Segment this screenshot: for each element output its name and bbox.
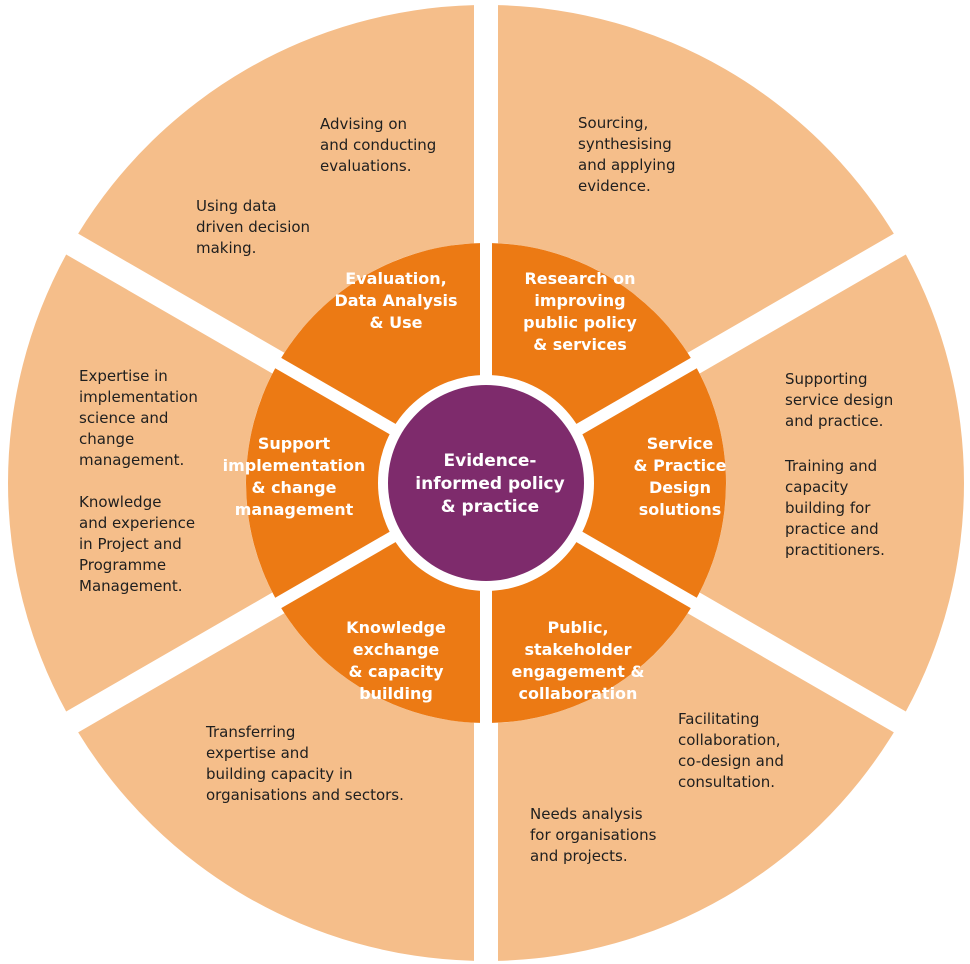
outer-label-knowledge-exchange-1: Transferring expertise and building capaci… — [205, 723, 404, 804]
outer-label-engagement-1: Facilitating collaboration, co-design and c… — [678, 710, 784, 791]
outer-label-line: Supporting — [785, 370, 868, 388]
outer-label-line: collaboration, — [678, 731, 781, 749]
inner-label-research: Research on improving public policy & servi… — [523, 269, 637, 354]
outer-label-line: in Project and — [79, 535, 182, 553]
inner-label-line: Knowledge — [346, 618, 446, 637]
outer-label-line: Using data — [196, 197, 277, 215]
outer-label-line: consultation. — [678, 773, 775, 791]
outer-segment-engagement — [498, 613, 894, 961]
outer-label-evaluation-1: Advising on and conducting evaluations. — [320, 115, 436, 175]
outer-label-research-1: Sourcing, synthesising and applying evidenc… — [578, 114, 675, 195]
outer-label-line: driven decision — [196, 218, 310, 236]
outer-label-line: building for — [785, 499, 871, 517]
outer-label-line: expertise and — [206, 744, 309, 762]
outer-label-line: and applying — [578, 156, 675, 174]
outer-segment-evaluation — [78, 5, 475, 353]
outer-label-line: synthesising — [578, 135, 672, 153]
outer-label-line: Advising on — [320, 115, 407, 133]
outer-label-line: service design — [785, 391, 893, 409]
outer-label-line: Transferring — [205, 723, 295, 741]
outer-label-line: practitioners. — [785, 541, 885, 559]
inner-label-knowledge-exchange: Knowledge exchange & capacity building — [346, 618, 446, 703]
outer-label-line: Needs analysis — [530, 805, 643, 823]
center-circle — [388, 385, 584, 581]
outer-label-line: Sourcing, — [578, 114, 648, 132]
outer-label-line: Expertise in — [79, 367, 168, 385]
outer-label-line: building capacity in — [206, 765, 353, 783]
center-label: Evidence-informed policy & practice — [415, 451, 564, 517]
inner-label-implementation: Support implementation & change management — [223, 434, 366, 519]
outer-label-line: management. — [79, 451, 184, 469]
outer-label-evaluation-2: Using data driven decision making. — [196, 197, 310, 257]
outer-label-line: and projects. — [530, 847, 628, 865]
inner-label-evaluation: Evaluation, Data Analysis & Use — [334, 269, 457, 332]
outer-segment-implementation — [8, 254, 273, 712]
outer-label-line: and experience — [79, 514, 195, 532]
inner-label-line: collaboration — [519, 684, 638, 703]
inner-label-line: Research on — [524, 269, 635, 288]
inner-label-line: management — [235, 500, 354, 519]
outer-segment-service-design — [699, 254, 964, 712]
outer-label-line: Management. — [79, 577, 183, 595]
outer-label-implementation-1: Expertise in implementation science and cha… — [79, 367, 198, 469]
inner-label-line: & capacity — [348, 662, 444, 681]
outer-label-line: Facilitating — [678, 710, 759, 728]
inner-label-engagement: Public, stakeholder engagement & collaborat… — [512, 618, 645, 703]
inner-label-line: Evaluation, — [345, 269, 446, 288]
inner-label-line: public policy — [523, 313, 637, 332]
outer-label-service-design-2: Training and capacity building for practice… — [784, 457, 885, 559]
inner-label-line: Service — [647, 434, 714, 453]
center-label-line: informed policy — [415, 474, 564, 494]
inner-label-line: & services — [533, 335, 627, 354]
outer-label-line: Training and — [784, 457, 877, 475]
outer-label-line: and conducting — [320, 136, 436, 154]
inner-label-line: implementation — [223, 456, 366, 475]
inner-label-line: solutions — [639, 500, 721, 519]
inner-labels: Research on improving public policy & servi… — [223, 269, 727, 703]
outer-label-engagement-2: Needs analysis for organisations and proje… — [530, 805, 657, 865]
center-label-line: & practice — [441, 497, 539, 517]
inner-label-line: Support — [258, 434, 331, 453]
outer-label-line: Knowledge — [79, 493, 161, 511]
inner-label-line: building — [359, 684, 433, 703]
outer-label-line: and practice. — [785, 412, 883, 430]
outer-label-line: implementation — [79, 388, 198, 406]
outer-segment-knowledge-exchange — [78, 613, 475, 961]
outer-label-line: evaluations. — [320, 157, 411, 175]
inner-label-line: Design — [649, 478, 711, 497]
outer-label-line: organisations and sectors. — [206, 786, 404, 804]
inner-label-line: engagement & — [512, 662, 645, 681]
inner-label-line: stakeholder — [524, 640, 631, 659]
center-label-line: Evidence- — [444, 451, 537, 471]
inner-segment-implementation — [245, 368, 474, 598]
outer-label-line: co-design and — [678, 752, 784, 770]
inner-label-line: exchange — [353, 640, 440, 659]
outer-label-line: science and — [79, 409, 168, 427]
inner-label-line: Public, — [547, 618, 608, 637]
outer-label-line: evidence. — [578, 177, 651, 195]
inner-segment-service-design — [498, 368, 727, 598]
inner-label-line: & Practice — [634, 456, 727, 475]
outer-segment-research — [498, 5, 894, 353]
inner-label-line: improving — [534, 291, 625, 310]
inner-label-line: & Use — [370, 313, 423, 332]
inner-label-line: & change — [252, 478, 337, 497]
outer-label-line: practice and — [785, 520, 879, 538]
outer-label-line: making. — [196, 239, 256, 257]
outer-label-line: Programme — [79, 556, 166, 574]
outer-label-line: capacity — [785, 478, 848, 496]
outer-label-service-design-1: Supporting service design and practice. — [785, 370, 893, 430]
outer-labels: Sourcing, synthesising and applying evidenc… — [79, 114, 893, 865]
outer-label-line: for organisations — [530, 826, 657, 844]
outer-label-line: change — [79, 430, 134, 448]
outer-ring — [8, 5, 964, 961]
inner-label-line: Data Analysis — [334, 291, 457, 310]
